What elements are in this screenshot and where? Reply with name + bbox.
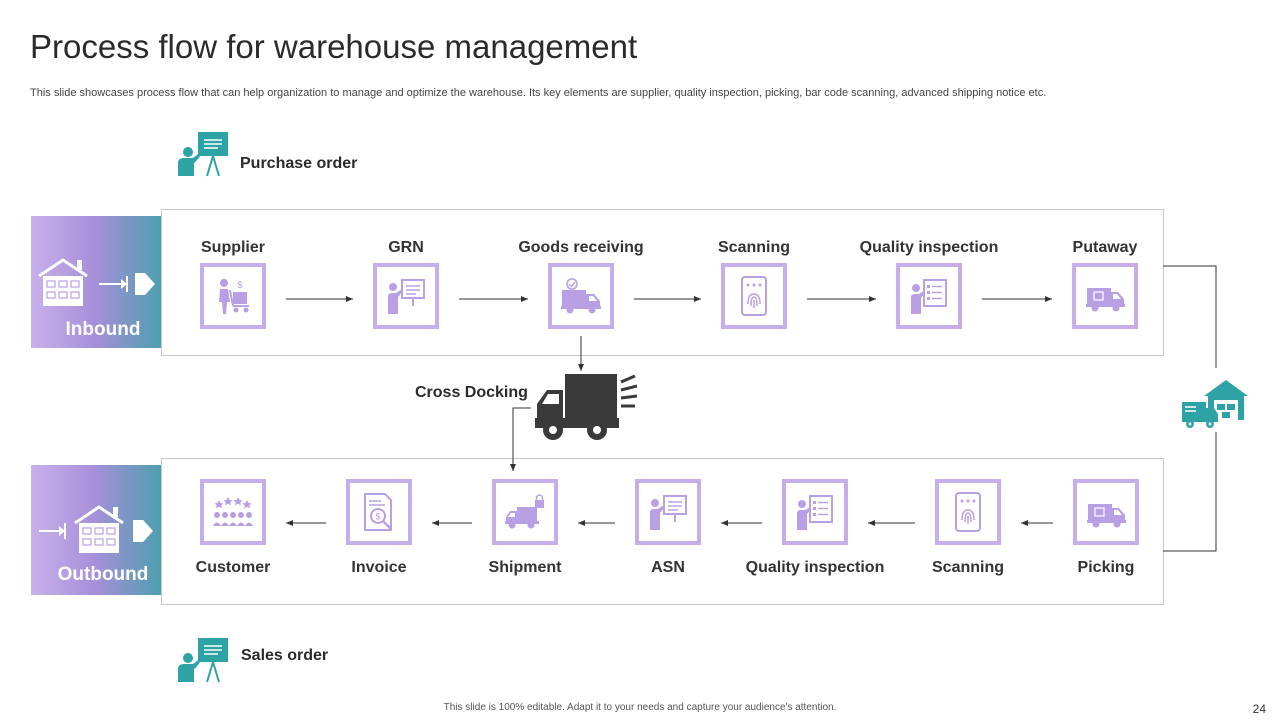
invoice-search-icon: $ [357, 490, 401, 534]
inbound-step-box [896, 263, 962, 329]
outbound-label: Outbound [57, 564, 149, 585]
fingerprint-scan-icon [946, 490, 990, 534]
inbound-step-label: GRN [388, 239, 424, 256]
footer-note: This slide is 100% editable. Adapt it to… [443, 702, 837, 713]
page-subtitle: This slide showcases process flow that c… [30, 87, 1047, 99]
cross-docking-label: Cross Docking [415, 384, 528, 401]
svg-text:$: $ [237, 280, 242, 290]
warehouse-arrow-icon [38, 258, 155, 306]
inbound-step-label: Quality inspection [859, 239, 999, 256]
customers-rating-icon [211, 490, 255, 534]
inbound-step-label: Supplier [200, 239, 266, 256]
flow-arrows [286, 296, 1053, 526]
outbound-step-box [1073, 479, 1139, 545]
fingerprint-scan-icon [732, 274, 776, 318]
truck-box-icon [1084, 490, 1128, 534]
sales-order-label: Sales order [241, 647, 329, 664]
inbound-step-label: Scanning [717, 239, 791, 256]
inbound-step-label: Goods receiving [518, 239, 644, 256]
presentation-icon [646, 490, 690, 534]
page-title: Process flow for warehouse management [30, 28, 638, 65]
outbound-step-box: $ [346, 479, 412, 545]
inbound-block: Inbound [31, 216, 175, 348]
inbound-step-label: Putaway [1072, 239, 1138, 256]
presenter-board-icon [176, 130, 230, 178]
inbound-step-box: $ [200, 263, 266, 329]
outbound-step-label: Customer [195, 559, 271, 576]
inbound-step-box [1072, 263, 1138, 329]
inbound-label: Inbound [65, 319, 141, 340]
outbound-step-label: Invoice [351, 559, 407, 576]
truck-box-icon [1083, 274, 1127, 318]
supplier-cart-icon: $ [211, 274, 255, 318]
presentation-icon [384, 274, 428, 318]
outbound-step-label: Shipment [488, 559, 562, 576]
outbound-step-label: ASN [651, 559, 685, 576]
inbound-panel [161, 209, 1164, 356]
delivery-truck-icon [533, 372, 639, 444]
outbound-step-label: Picking [1077, 559, 1135, 576]
warehouse-truck-icon [1180, 378, 1250, 430]
outbound-block: Outbound [31, 465, 175, 595]
purchase-order-label: Purchase order [240, 155, 358, 172]
truck-lock-icon [503, 490, 547, 534]
checklist-icon [907, 274, 951, 318]
warehouse-arrow-icon [39, 505, 153, 553]
outbound-step-box [635, 479, 701, 545]
outbound-step-box [492, 479, 558, 545]
presenter-board-icon [176, 636, 230, 684]
inbound-step-box [548, 263, 614, 329]
outbound-step-label: Quality inspection [745, 559, 885, 576]
svg-text:$: $ [375, 512, 380, 522]
page-number: 24 [1252, 702, 1266, 716]
inbound-step-box [721, 263, 787, 329]
truck-check-icon [559, 274, 603, 318]
checklist-icon [793, 490, 837, 534]
outbound-step-box [782, 479, 848, 545]
outbound-step-label: Scanning [931, 559, 1005, 576]
inbound-step-box [373, 263, 439, 329]
outbound-step-box [935, 479, 1001, 545]
outbound-step-box [200, 479, 266, 545]
